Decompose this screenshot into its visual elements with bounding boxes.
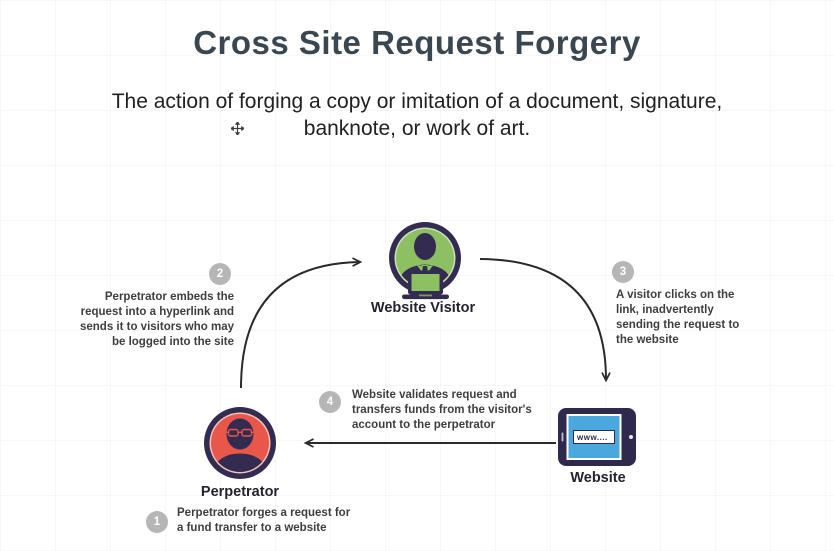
- subtitle-line-2: banknote, or work of art.: [303, 117, 531, 140]
- step-3-badge: 3: [612, 261, 634, 283]
- website-label: Website: [570, 470, 626, 486]
- perpetrator-label: Perpetrator: [200, 484, 280, 500]
- step-2-text: Perpetrator embeds the request into a hy…: [79, 291, 234, 348]
- perpetrator-icon: [204, 407, 276, 479]
- website-icon: www....: [558, 408, 636, 466]
- page-title: Cross Site Request Forgery: [193, 24, 641, 61]
- step-4-text: Website validates request and transfers …: [352, 389, 532, 431]
- website-address-text: www....: [576, 433, 608, 442]
- step-3-text: A visitor clicks on the link, inadverten…: [616, 289, 740, 346]
- arrow-perpetrator-to-visitor: [240, 257, 363, 389]
- step-4-badge: 4: [319, 391, 341, 413]
- step-2-badge: 2: [209, 263, 231, 285]
- step-1-text: Perpetrator forges a request for a fund …: [177, 507, 351, 534]
- subtitle-line-1: The action of forging a copy or imitatio…: [111, 90, 723, 113]
- website-visitor-label: Website Visitor: [370, 300, 476, 316]
- website-visitor-icon: [389, 222, 461, 300]
- step-1-badge: 1: [146, 511, 168, 533]
- move-cursor-icon: [231, 122, 244, 135]
- arrow-visitor-to-website: [479, 258, 611, 383]
